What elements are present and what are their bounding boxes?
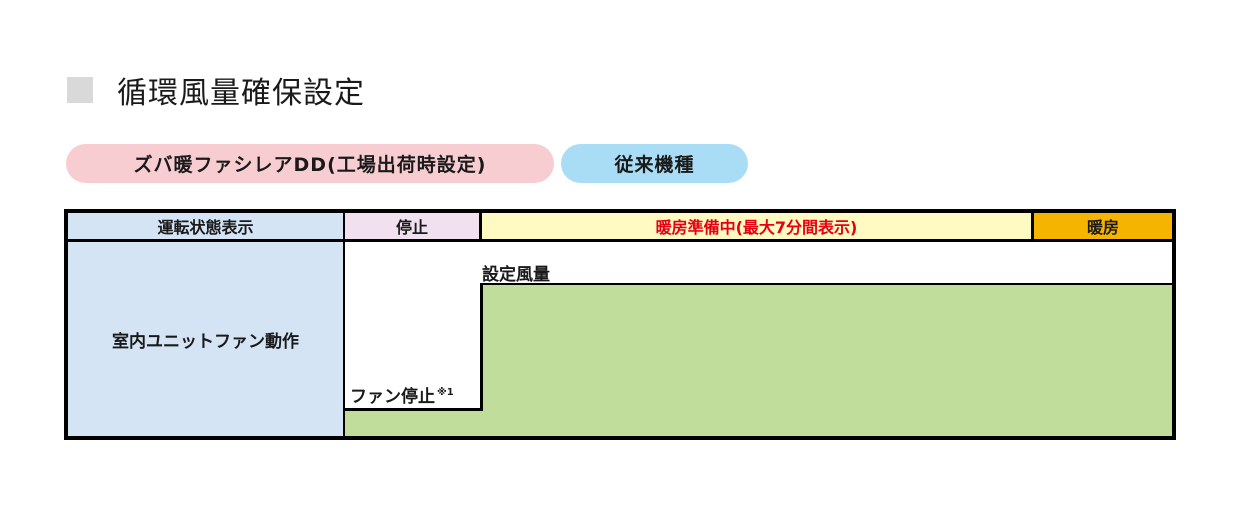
page-title: 循環風量確保設定	[117, 76, 365, 111]
model-tag-conventional: 従来機種	[561, 144, 748, 183]
section-title: 循環風量確保設定	[67, 70, 365, 111]
fan-stop-text: ファン停止	[350, 387, 435, 407]
header-phase-preparing: 暖房準備中(最大7分間表示)	[482, 213, 1031, 239]
fan-step-line-top	[480, 283, 1172, 285]
header-status-label: 運転状態表示	[68, 213, 343, 239]
fan-stop-footnote: ※1	[437, 387, 454, 398]
setting-airflow-label: 設定風量	[482, 265, 550, 285]
fan-stop-label: ファン停止※1	[350, 382, 454, 407]
model-tag-zuba-dan: ズバ暖ファシレアDD(工場出荷時設定)	[66, 144, 554, 183]
row-label-indoor-fan: 室内ユニットファン動作	[68, 242, 343, 436]
fan-level-setting-bar	[482, 284, 1172, 436]
title-marker-icon	[67, 77, 93, 103]
fan-step-line-rise	[480, 283, 483, 411]
header-phase-heating: 暖房	[1034, 213, 1172, 239]
header-phase-stop: 停止	[345, 213, 479, 239]
fan-step-line-low	[345, 408, 483, 411]
